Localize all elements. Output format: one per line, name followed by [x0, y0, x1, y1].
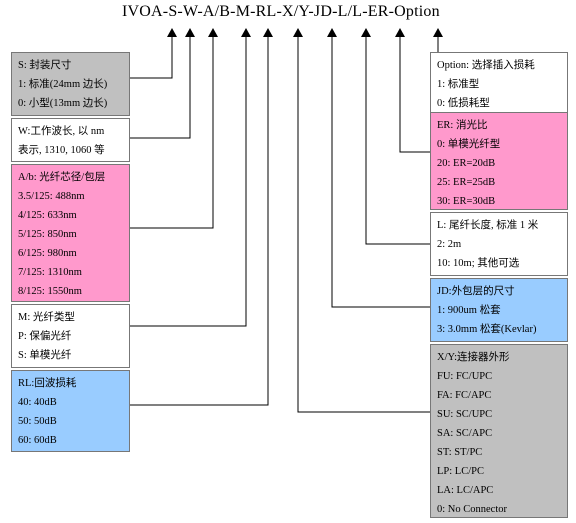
box-line: 4/125: 633nm	[18, 210, 77, 221]
box-line: S: 封装尺寸	[18, 60, 72, 71]
box-return-loss: RL:回波损耗 40: 40dB 50: 50dB 60: 60dB	[11, 370, 130, 452]
arrowhead-l-icon	[361, 28, 371, 37]
box-line: 0: 低损耗型	[437, 98, 490, 109]
box-line: 5/125: 850nm	[18, 229, 77, 240]
box-line: P: 保偏光纤	[18, 331, 72, 342]
box-line: 0: 单模光纤型	[437, 139, 501, 150]
box-line: LA: LC/APC	[437, 485, 494, 496]
arrowhead-ab-icon	[208, 28, 218, 37]
box-line: 1: 标准(24mm 边长)	[18, 79, 108, 90]
box-fiber-type: M: 光纤类型 P: 保偏光纤 S: 单模光纤	[11, 304, 130, 368]
model-code-title: IVOA-S-W-A/B-M-RL-X/Y-JD-L/L-ER-Option	[122, 3, 440, 20]
arrowhead-option-icon	[433, 28, 443, 37]
box-core-cladding: A/b: 光纤芯径/包层 3.5/125: 488nm 4/125: 633nm…	[11, 164, 130, 302]
box-line: ST: ST/PC	[437, 447, 483, 458]
box-line: FA: FC/APC	[437, 390, 492, 401]
arrowhead-er-icon	[395, 28, 405, 37]
box-line: 30: ER=30dB	[437, 196, 496, 207]
box-line: 1: 900um 松套	[437, 305, 501, 316]
arrowhead-xy-icon	[293, 28, 303, 37]
box-connector-type: X/Y:连接器外形 FU: FC/UPC FA: FC/APC SU: SC/U…	[430, 344, 568, 518]
box-line: Option: 选择插入损耗	[437, 60, 535, 71]
box-line: 20: ER=20dB	[437, 158, 496, 169]
box-line: 表示, 1310, 1060 等	[18, 145, 105, 156]
box-extinction-ratio: ER: 消光比 0: 单模光纤型 20: ER=20dB 25: ER=25dB…	[430, 112, 568, 210]
box-line: X/Y:连接器外形	[437, 352, 510, 363]
arrowhead-s-icon	[167, 28, 177, 37]
arrowhead-w-icon	[185, 28, 195, 37]
box-line: L: 尾纤长度, 标准 1 米	[437, 220, 539, 231]
box-line: 0: No Connector	[437, 504, 507, 515]
box-jacket-diameter: JD:外包层的尺寸 1: 900um 松套 3: 3.0mm 松套(Kevlar…	[430, 278, 568, 342]
arrowhead-jd-icon	[327, 28, 337, 37]
box-line: JD:外包层的尺寸	[437, 286, 515, 297]
box-line: W:工作波长, 以 nm	[18, 126, 105, 137]
box-line: 10: 10m; 其他可选	[437, 258, 520, 269]
box-line: S: 单模光纤	[18, 350, 72, 361]
arrowhead-rl-icon	[263, 28, 273, 37]
box-line: A/b: 光纤芯径/包层	[18, 172, 106, 183]
box-line: 25: ER=25dB	[437, 177, 496, 188]
box-line: 2: 2m	[437, 239, 462, 250]
box-line: SA: SC/APC	[437, 428, 493, 439]
box-line: 60: 60dB	[18, 435, 57, 446]
box-line: 3.5/125: 488nm	[18, 191, 85, 202]
box-line: FU: FC/UPC	[437, 371, 493, 382]
box-line: SU: SC/UPC	[437, 409, 493, 420]
box-line: 3: 3.0mm 松套(Kevlar)	[437, 324, 537, 335]
box-line: 8/125: 1550nm	[18, 286, 82, 297]
arrowhead-m-icon	[241, 28, 251, 37]
box-line: RL:回波损耗	[18, 378, 77, 389]
box-line: 50: 50dB	[18, 416, 57, 427]
box-line: 1: 标准型	[437, 79, 480, 90]
box-pigtail-length: L: 尾纤长度, 标准 1 米 2: 2m 10: 10m; 其他可选	[430, 212, 568, 276]
box-option: Option: 选择插入损耗 1: 标准型 0: 低损耗型	[430, 52, 568, 116]
box-line: ER: 消光比	[437, 120, 488, 131]
box-line: 7/125: 1310nm	[18, 267, 82, 278]
box-line: 0: 小型(13mm 边长)	[18, 98, 108, 109]
box-line: M: 光纤类型	[18, 312, 75, 323]
box-package-size: S: 封装尺寸 1: 标准(24mm 边长) 0: 小型(13mm 边长)	[11, 52, 130, 116]
box-line: LP: LC/PC	[437, 466, 484, 477]
box-line: 40: 40dB	[18, 397, 57, 408]
box-wavelength: W:工作波长, 以 nm 表示, 1310, 1060 等	[11, 118, 130, 162]
box-line: 6/125: 980nm	[18, 248, 77, 259]
